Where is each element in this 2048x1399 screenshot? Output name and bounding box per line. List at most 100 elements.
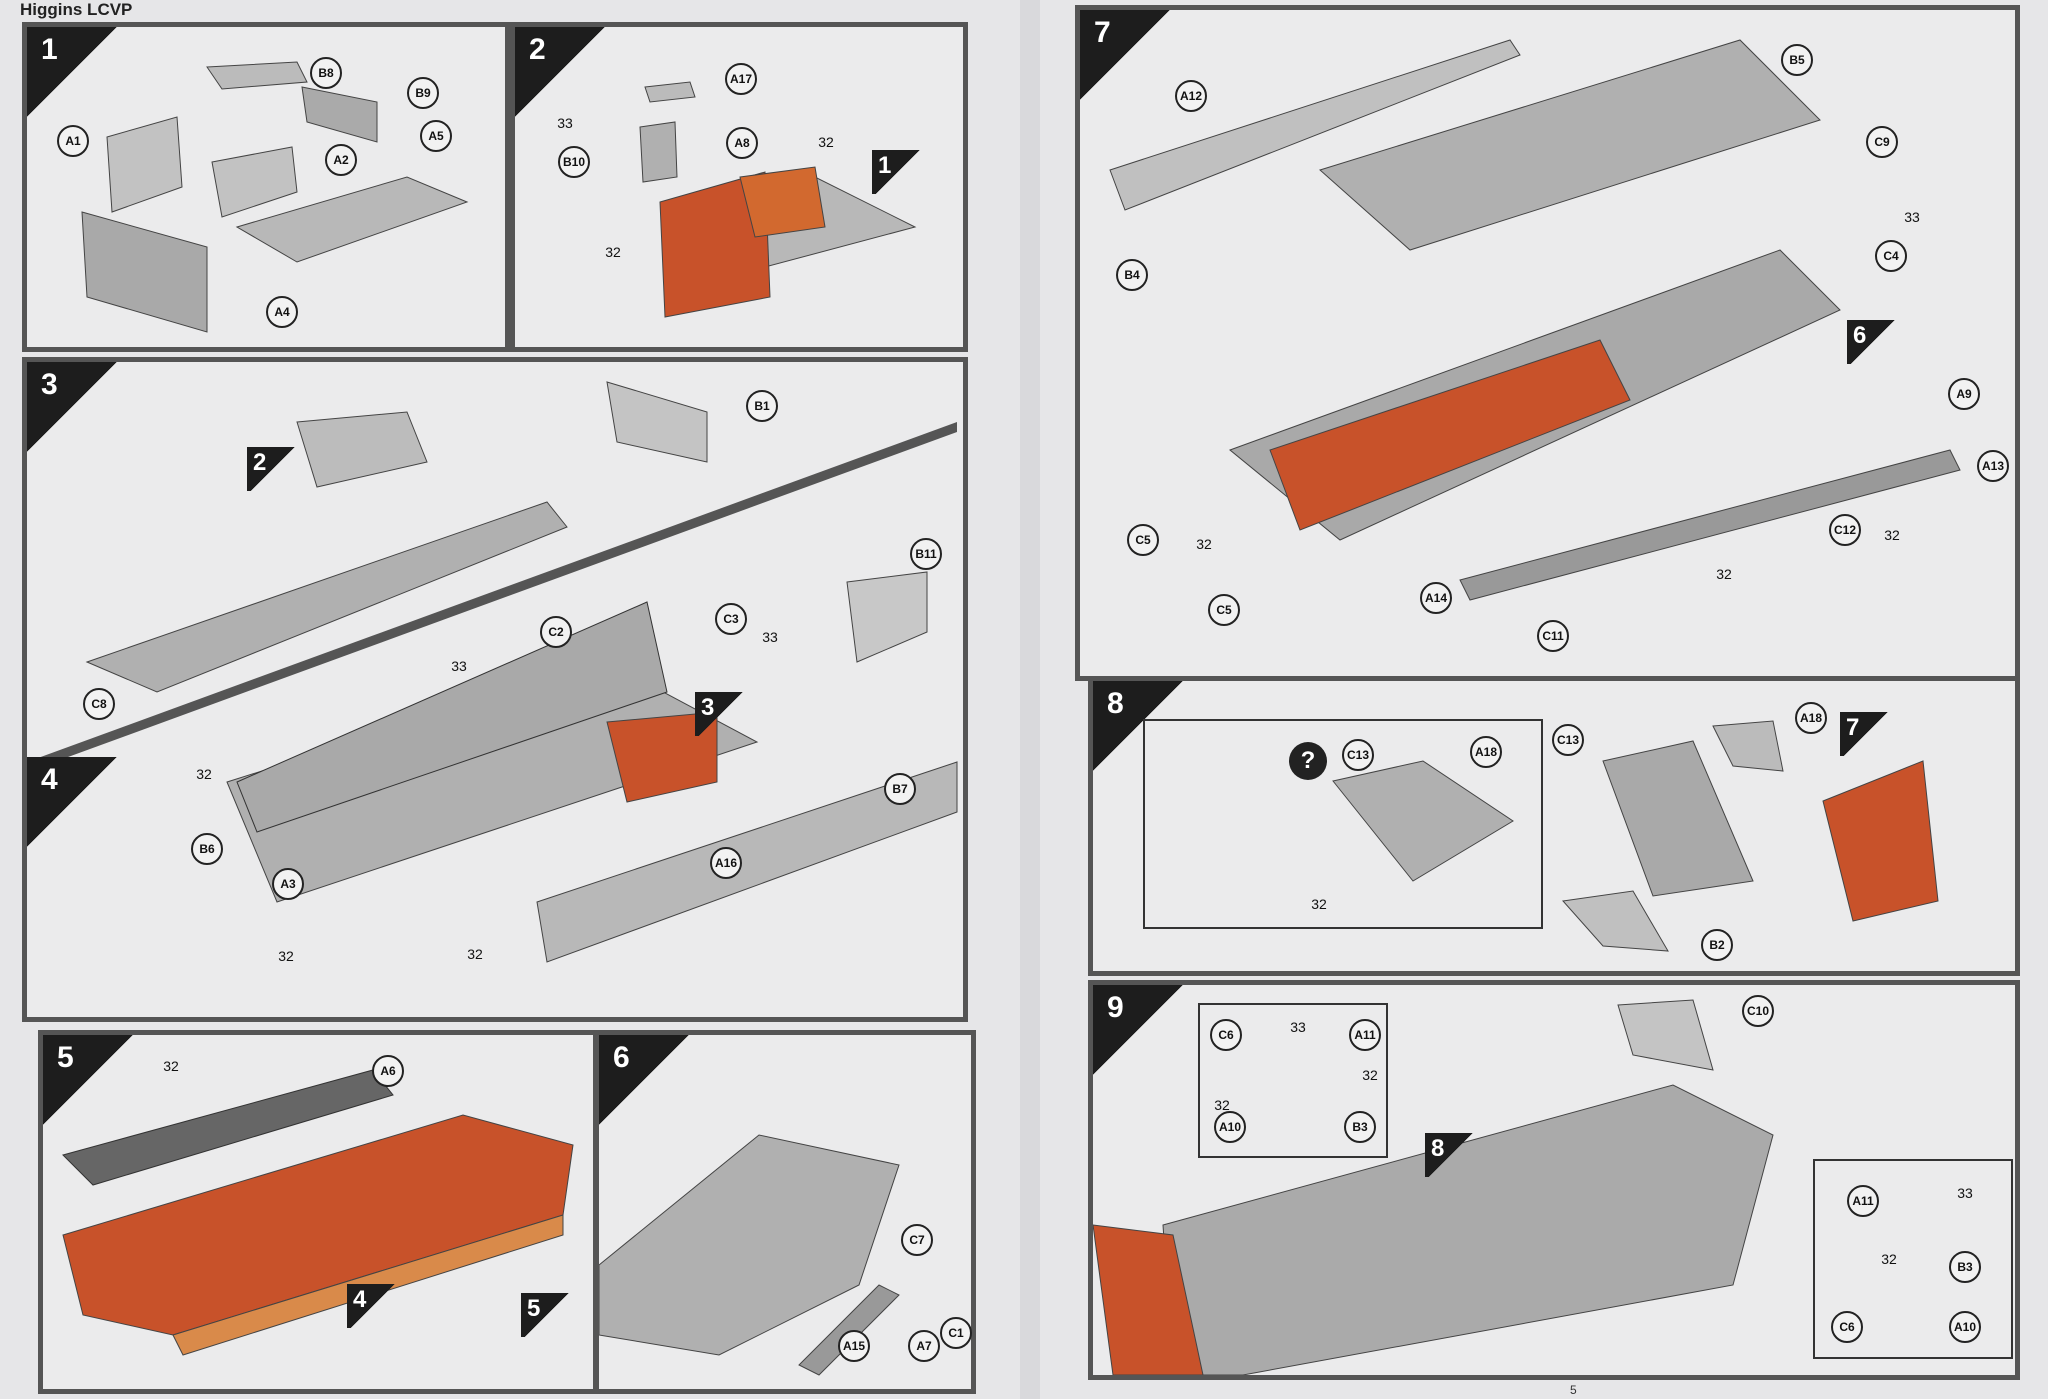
paint-ref: 32 (1196, 536, 1212, 552)
callout-A4: A4 (266, 296, 298, 328)
callout-A7: A7 (908, 1330, 940, 1362)
step-8-panel: 8 ? C13 A18 C13 A18 B2 32 7 (1088, 676, 2020, 976)
step-number: 6 (599, 1035, 689, 1125)
callout-C11: C11 (1537, 620, 1569, 652)
callout-A5: A5 (420, 120, 452, 152)
callout-A10: A10 (1214, 1111, 1246, 1143)
paint-ref: 33 (557, 115, 573, 131)
callout-A6: A6 (372, 1055, 404, 1087)
callout-C4: C4 (1875, 240, 1907, 272)
substep-marker: 8 (1425, 1133, 1477, 1177)
step-3-4-panel: 3 B1 C8 2 4 C2 C3 B11 B6 A3 B7 A16 33 33… (22, 357, 968, 1022)
paint-ref: 32 (163, 1058, 179, 1074)
step-6-panel: 6 C7 C1 A7 A15 5 (521, 1030, 976, 1394)
callout-A3: A3 (272, 868, 304, 900)
step-2-panel: 2 A17 A8 B10 33 32 32 1 (510, 22, 968, 352)
step-number: 7 (1080, 10, 1170, 100)
step-3-number: 3 (27, 362, 117, 452)
callout-C5: C5 (1127, 524, 1159, 556)
callout-C13: C13 (1552, 724, 1584, 756)
callout-B5: B5 (1781, 44, 1813, 76)
paint-ref: 33 (1290, 1019, 1306, 1035)
callout-B2: B2 (1701, 929, 1733, 961)
paint-ref: 33 (1904, 209, 1920, 225)
callout-A11: A11 (1847, 1185, 1879, 1217)
page-number: 5 (1570, 1383, 1577, 1397)
step-number: 9 (1093, 985, 1183, 1075)
callout-C1: C1 (940, 1317, 972, 1349)
callout-C10: C10 (1742, 995, 1774, 1027)
callout-A12: A12 (1175, 80, 1207, 112)
callout-C8: C8 (83, 688, 115, 720)
callout-B3: B3 (1344, 1111, 1376, 1143)
callout-C6: C6 (1210, 1019, 1242, 1051)
callout-C7: C7 (901, 1224, 933, 1256)
question-icon: ? (1289, 742, 1327, 780)
kit-title: Higgins LCVP (20, 0, 133, 19)
step-1-diagram (81, 61, 469, 333)
step-number: 8 (1093, 681, 1183, 771)
callout-A10: A10 (1949, 1311, 1981, 1343)
paint-ref: 32 (278, 948, 294, 964)
paint-ref: 33 (762, 629, 778, 645)
callout-B10: B10 (558, 146, 590, 178)
callout-B6: B6 (191, 833, 223, 865)
callout-B1: B1 (746, 390, 778, 422)
substep-marker: 2 (247, 447, 299, 491)
step-5-panel: 5 A6 32 4 (38, 1030, 598, 1394)
paint-ref: 32 (1311, 896, 1327, 912)
callout-A8: A8 (726, 127, 758, 159)
callout-A1: A1 (57, 125, 89, 157)
callout-B7: B7 (884, 773, 916, 805)
callout-C2: C2 (540, 616, 572, 648)
callout-C9: C9 (1866, 126, 1898, 158)
callout-A9: A9 (1948, 378, 1980, 410)
ramp-detail-inset (1143, 719, 1543, 929)
paint-ref: 32 (1881, 1251, 1897, 1267)
substep-marker: 7 (1840, 712, 1892, 756)
callout-A16: A16 (710, 847, 742, 879)
substep-marker: 4 (347, 1284, 399, 1328)
callout-A11: A11 (1349, 1019, 1381, 1051)
paint-ref: 32 (1214, 1097, 1230, 1113)
step-1-panel: 1 B8 B9 A1 A2 A5 A4 (22, 22, 510, 352)
step-2-diagram (639, 81, 917, 318)
substep-marker: 5 (521, 1293, 573, 1337)
callout-B3: B3 (1949, 1251, 1981, 1283)
callout-A18: A18 (1795, 702, 1827, 734)
step-3-4-diagram (27, 381, 958, 963)
callout-A18: A18 (1470, 736, 1502, 768)
paint-ref: 33 (451, 658, 467, 674)
paint-ref: 32 (1716, 566, 1732, 582)
step-5-diagram (62, 1069, 574, 1356)
callout-C5: C5 (1208, 594, 1240, 626)
step-7-panel: 7 B5 A12 C9 C4 B4 A9 A13 C12 C5 A14 C5 C… (1075, 5, 2020, 681)
substep-marker: 1 (872, 150, 924, 194)
substep-marker: 3 (695, 692, 747, 736)
step-8-diagram (1332, 720, 1939, 952)
step-number: 1 (27, 27, 117, 117)
step-9-diagram (1093, 999, 1774, 1375)
callout-B4: B4 (1116, 259, 1148, 291)
callout-A15: A15 (838, 1330, 870, 1362)
paint-ref: 32 (1884, 527, 1900, 543)
callout-B11: B11 (910, 538, 942, 570)
callout-A17: A17 (725, 63, 757, 95)
step-9-panel: 9 C6 A11 A10 B3 33 32 32 C10 8 A11 B3 C6… (1088, 980, 2020, 1380)
callout-A13: A13 (1977, 450, 2009, 482)
paint-ref: 32 (196, 766, 212, 782)
callout-A2: A2 (325, 144, 357, 176)
callout-C12: C12 (1829, 514, 1861, 546)
step-number: 5 (43, 1035, 133, 1125)
callout-C3: C3 (715, 603, 747, 635)
paint-ref: 33 (1957, 1185, 1973, 1201)
step-number: 2 (515, 27, 605, 117)
callout-A14: A14 (1420, 582, 1452, 614)
substep-marker: 6 (1847, 320, 1899, 364)
callout-B9: B9 (407, 77, 439, 109)
paint-ref: 32 (605, 244, 621, 260)
callout-C13: C13 (1342, 739, 1374, 771)
callout-B8: B8 (310, 57, 342, 89)
paint-ref: 32 (818, 134, 834, 150)
gun-detail-inset-right: A11 B3 C6 A10 33 32 (1813, 1159, 2013, 1359)
